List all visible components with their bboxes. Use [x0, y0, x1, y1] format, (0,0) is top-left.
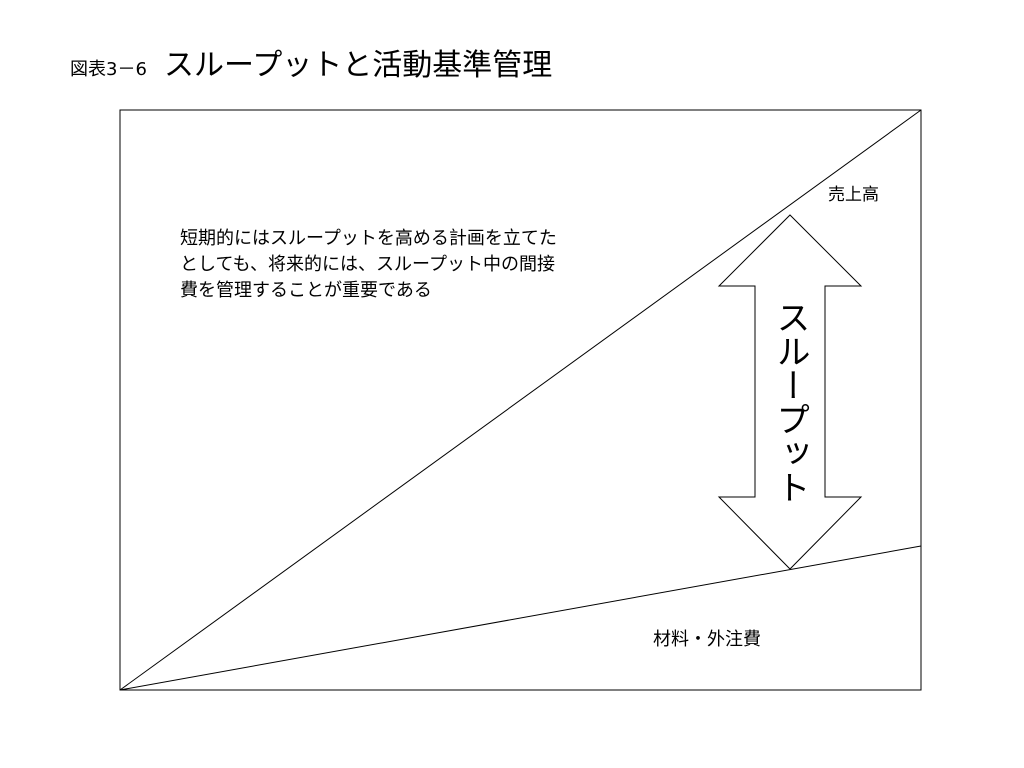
- sales-label: 売上高: [828, 185, 879, 205]
- explanatory-note: 短期的にはスループットを高める計画を立てたとしても、将来的には、スループット中の…: [180, 228, 557, 301]
- sales-line: [119, 109, 922, 691]
- figure-title: スループットと活動基準管理: [164, 48, 553, 83]
- figure-number: 図表3－6: [70, 59, 147, 80]
- materials-line: [119, 545, 922, 691]
- throughput-double-arrow: [717, 214, 863, 570]
- throughput-label: スループット: [770, 300, 810, 504]
- materials-cost-label: 材料・外注費: [653, 629, 761, 650]
- page-title: 図表3－6 スループットと活動基準管理: [70, 40, 552, 84]
- diagram-frame: [119, 109, 922, 691]
